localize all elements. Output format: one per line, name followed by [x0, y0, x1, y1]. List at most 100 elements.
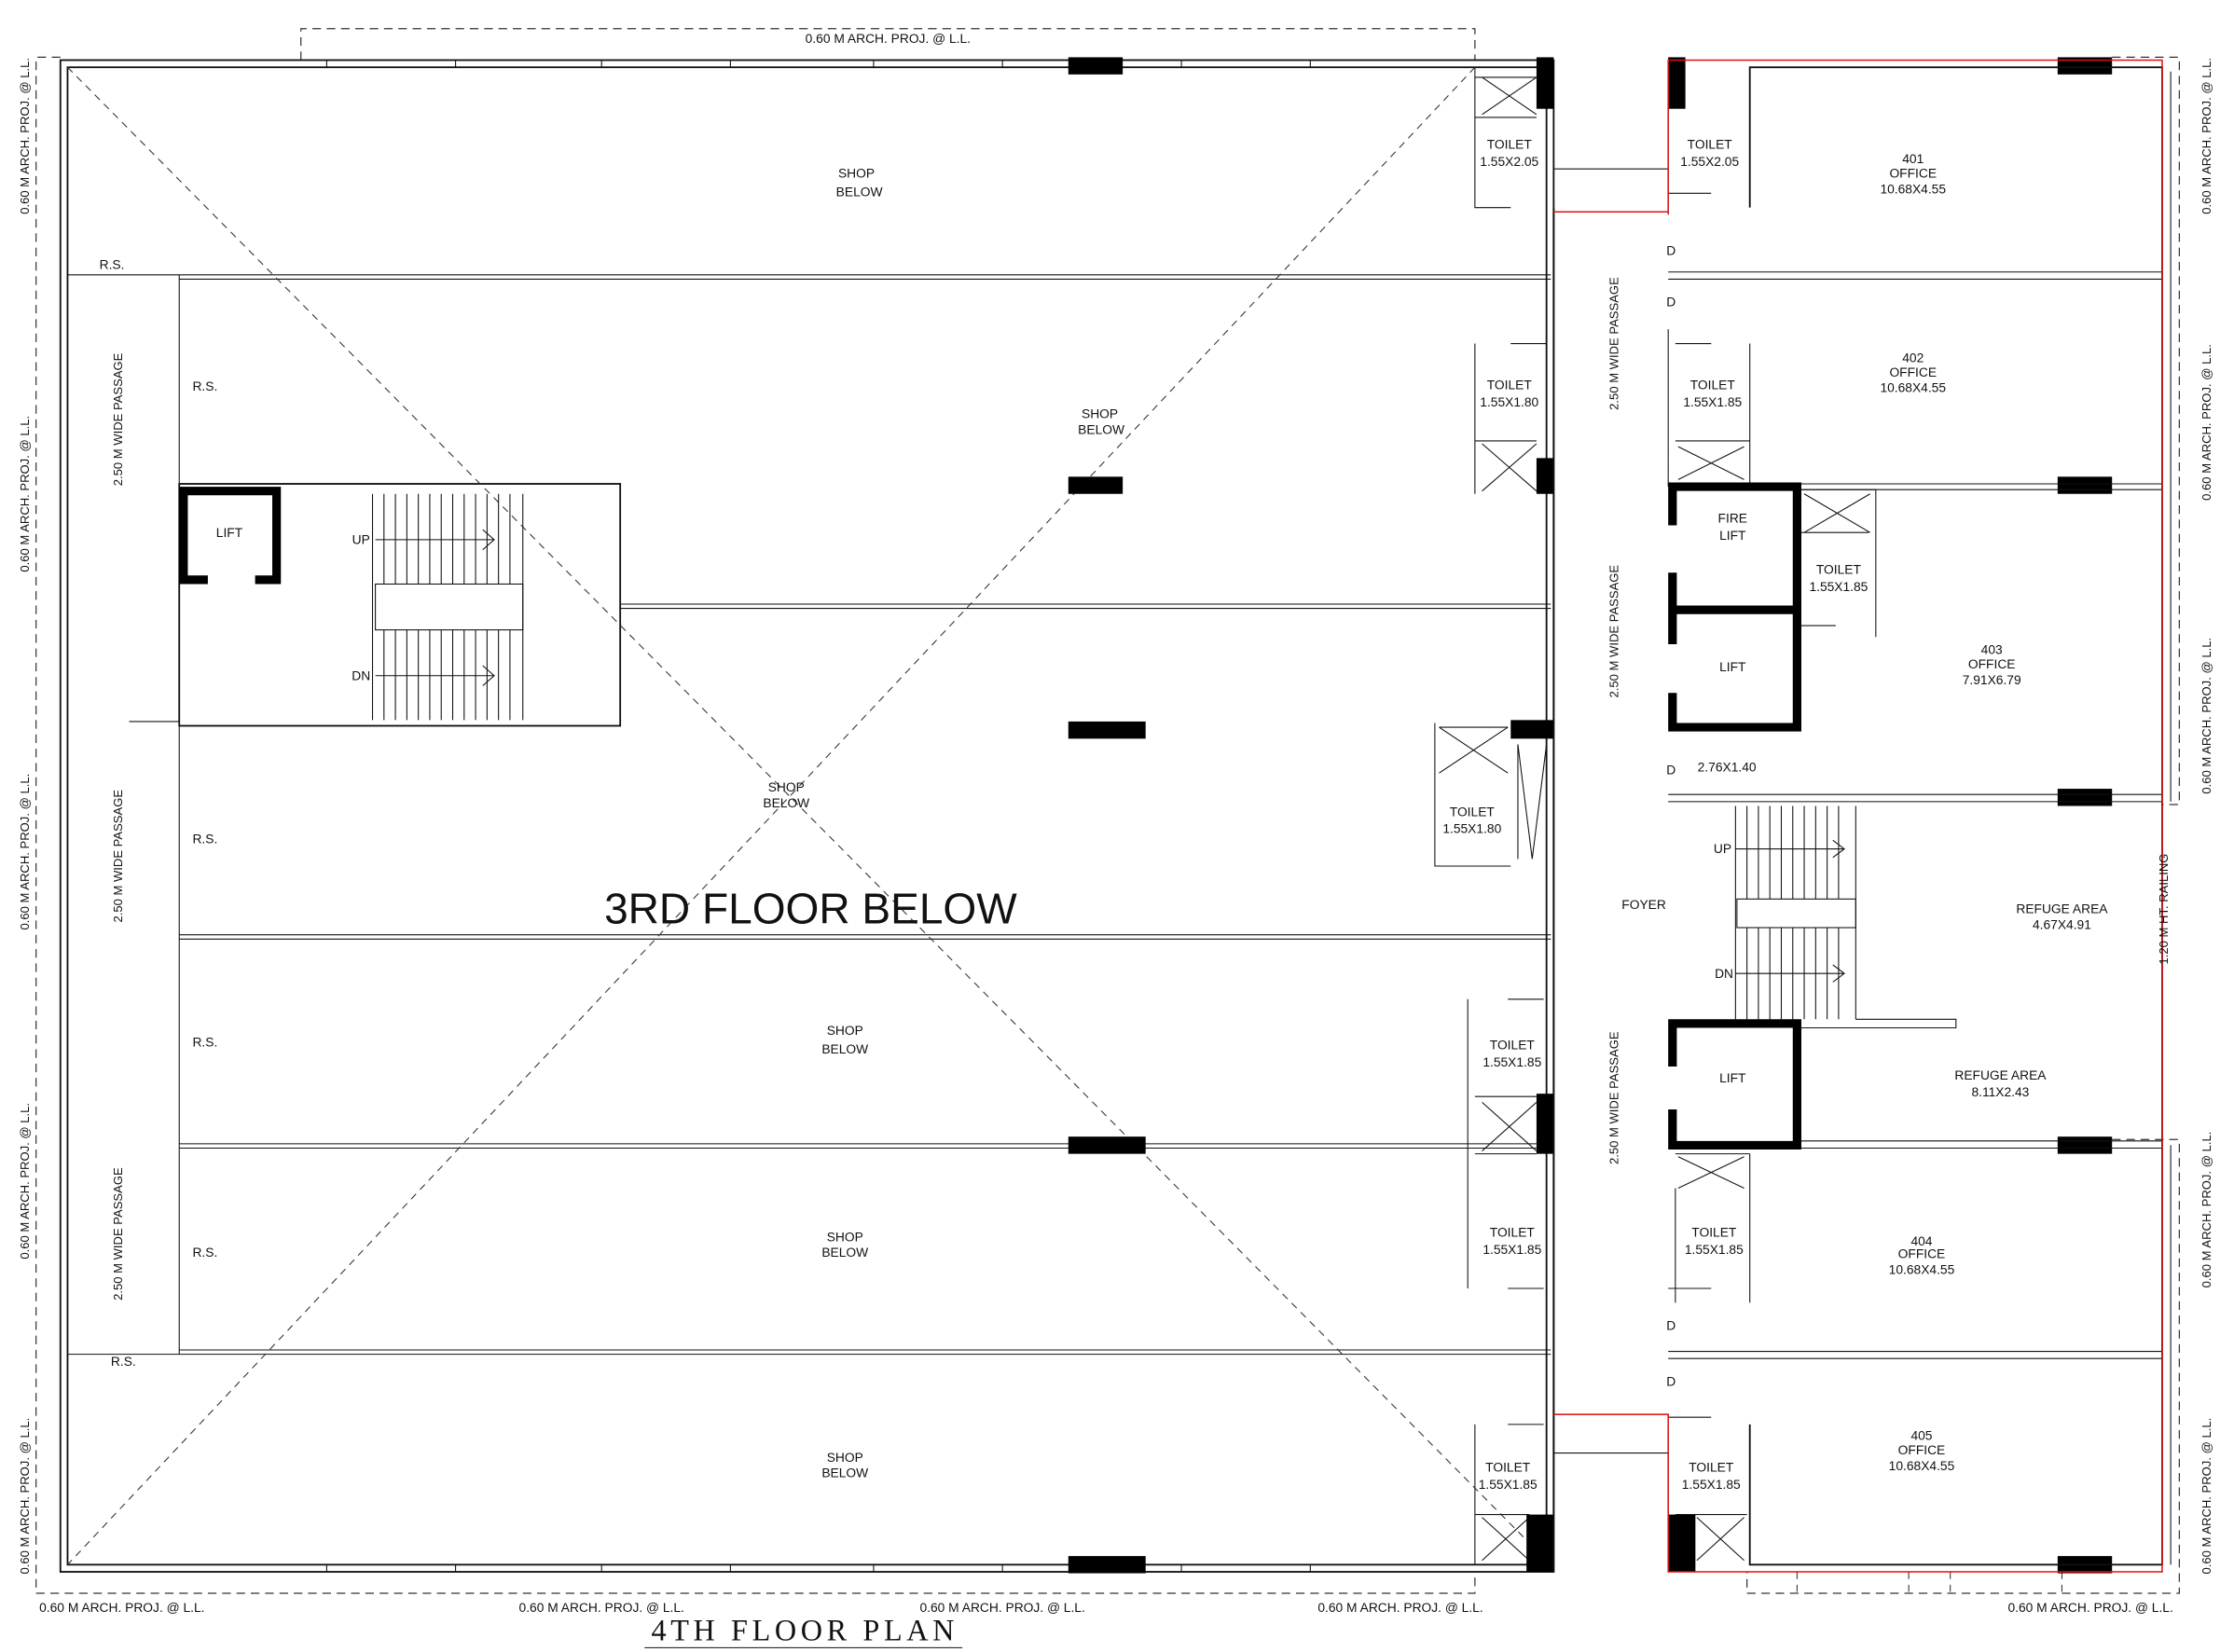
- projection-label: 0.60 M ARCH. PROJ. @ L.L.: [18, 774, 32, 930]
- toilet-size: 1.55X1.80: [1442, 821, 1501, 836]
- left-stair: [371, 493, 524, 721]
- toilet-labels: TOILET 1.55X2.05 TOILET 1.55X1.80 TOILET…: [1442, 137, 1868, 1492]
- toilet-label: TOILET: [1485, 1460, 1531, 1475]
- shop-label: SHOP: [827, 1450, 863, 1465]
- toilet-size: 1.55X1.80: [1480, 394, 1538, 409]
- shop-label: SHOP: [1082, 406, 1118, 420]
- lift-label: LIFT: [1719, 659, 1746, 674]
- passage-label: 2.50 M WIDE PASSAGE: [111, 790, 125, 923]
- office-type: OFFICE: [1898, 1442, 1946, 1457]
- shop-label: SHOP: [827, 1229, 863, 1244]
- refuge-area-size: 4.67X4.91: [2033, 917, 2091, 932]
- toilet-size: 1.55X1.85: [1482, 1242, 1541, 1257]
- passage-labels: 2.50 M WIDE PASSAGE 2.50 M WIDE PASSAGE …: [100, 257, 1621, 1369]
- shop-label: BELOW: [763, 795, 809, 810]
- office-type: OFFICE: [1898, 1246, 1946, 1261]
- shop-label: BELOW: [821, 1466, 868, 1480]
- door-label: D: [1666, 1373, 1676, 1388]
- passage-label: 2.50 M WIDE PASSAGE: [1607, 565, 1620, 698]
- projection-label: 0.60 M ARCH. PROJ. @ L.L.: [2007, 1600, 2172, 1615]
- foyer-label: FOYER: [1621, 897, 1666, 912]
- shop-labels: SHOP BELOW SHOP BELOW SHOP BELOW SHOP BE…: [763, 165, 1124, 1480]
- lift-label: LIFT: [1719, 1070, 1746, 1085]
- office-type: OFFICE: [1889, 365, 1937, 379]
- toilet-label: TOILET: [1688, 137, 1733, 152]
- projection-label: 0.60 M ARCH. PROJ. @ L.L.: [1317, 1600, 1482, 1615]
- refuge-area-label: REFUGE AREA: [1954, 1067, 2047, 1082]
- passage-label: 2.50 M WIDE PASSAGE: [111, 352, 125, 486]
- passage-label: 2.50 M WIDE PASSAGE: [111, 1167, 125, 1301]
- projection-labels: 0.60 M ARCH. PROJ. @ L.L. 0.60 M ARCH. P…: [18, 31, 2213, 1615]
- toilet-size: 1.55X1.85: [1685, 1242, 1744, 1257]
- left-building-walls: [59, 59, 1555, 1573]
- office-size: 7.91X6.79: [1963, 672, 2021, 687]
- railing-label: 1.20 M HT. RAILING: [2157, 854, 2171, 965]
- fire-lift-label: FIRE: [1718, 510, 1747, 525]
- core-labels: LIFT FIRE LIFT LIFT LIFT UP DN UP DN FOY…: [216, 242, 2171, 1388]
- passage-label: 2.50 M WIDE PASSAGE: [1607, 1031, 1620, 1164]
- office-size: 10.68X4.55: [1880, 380, 1946, 395]
- shop-label: SHOP: [827, 1023, 863, 1038]
- toilet-size: 1.55X1.85: [1809, 579, 1868, 594]
- office-size: 10.68X4.55: [1889, 1262, 1955, 1277]
- door-label: D: [1666, 295, 1676, 310]
- stair-up-label: UP: [352, 532, 370, 547]
- toilet-label: TOILET: [1490, 1038, 1536, 1053]
- toilet-size: 1.55X2.05: [1680, 154, 1739, 169]
- rs-label: R.S.: [192, 379, 217, 393]
- projection-label: 0.60 M ARCH. PROJ. @ L.L.: [919, 1600, 1084, 1615]
- toilet-size: 1.55X2.05: [1480, 154, 1538, 169]
- toilet-label: TOILET: [1490, 1225, 1536, 1240]
- office-labels: 401 OFFICE 10.68X4.55 402 OFFICE 10.68X4…: [1880, 151, 2021, 1473]
- office-number: 401: [1902, 151, 1924, 166]
- rs-label: R.S.: [111, 1354, 136, 1369]
- rs-label: R.S.: [100, 257, 125, 272]
- projection-label: 0.60 M ARCH. PROJ. @ L.L.: [18, 416, 32, 572]
- projection-label: 0.60 M ARCH. PROJ. @ L.L.: [2200, 1132, 2213, 1288]
- passage-label: 2.50 M WIDE PASSAGE: [1607, 277, 1620, 410]
- toilet-size: 1.55X1.85: [1482, 1054, 1541, 1069]
- right-lift-cores: [1668, 482, 1801, 1150]
- toilet-size: 1.55X1.85: [1479, 1477, 1538, 1492]
- refuge-area-label: REFUGE AREA: [2016, 902, 2108, 916]
- projection-label: 0.60 M ARCH. PROJ. @ L.L.: [2200, 638, 2213, 794]
- shop-label: BELOW: [836, 184, 883, 199]
- toilet-label: TOILET: [1691, 1225, 1737, 1240]
- stair-down-label: DN: [1715, 966, 1733, 981]
- toilet-label: TOILET: [1689, 1460, 1734, 1475]
- toilet-label: TOILET: [1816, 562, 1862, 577]
- office-number: 405: [1910, 1428, 1932, 1443]
- office-type: OFFICE: [1968, 656, 2016, 671]
- diagonal-void-lines: [67, 66, 1551, 1565]
- overlay-label: 3RD FLOOR BELOW: [604, 884, 1017, 932]
- shop-label: BELOW: [1078, 421, 1124, 436]
- projection-label: 0.60 M ARCH. PROJ. @ L.L.: [18, 58, 32, 214]
- toilet-label: TOILET: [1487, 378, 1533, 392]
- rs-label: R.S.: [192, 831, 217, 846]
- projection-label: 0.60 M ARCH. PROJ. @ L.L.: [2200, 58, 2213, 214]
- toilet-label: TOILET: [1690, 378, 1736, 392]
- projection-outline: [35, 28, 2180, 1594]
- projection-label: 0.60 M ARCH. PROJ. @ L.L.: [39, 1600, 204, 1615]
- toilet-label: TOILET: [1450, 804, 1496, 819]
- refuge-area-size: 8.11X2.43: [1971, 1084, 2029, 1099]
- lobby-size-label: 2.76X1.40: [1698, 760, 1757, 775]
- rs-label: R.S.: [192, 1034, 217, 1049]
- stair-up-label: UP: [1714, 841, 1731, 856]
- left-lift-walls: [179, 487, 282, 585]
- shop-label: BELOW: [821, 1041, 868, 1056]
- projection-label: 0.60 M ARCH. PROJ. @ L.L.: [2200, 344, 2213, 501]
- office-number: 404: [1910, 1233, 1932, 1248]
- projection-label: 0.60 M ARCH. PROJ. @ L.L.: [2200, 1418, 2213, 1575]
- office-number: 403: [1981, 642, 2003, 657]
- shop-label: SHOP: [838, 165, 875, 180]
- fire-lift-label: LIFT: [1719, 528, 1746, 543]
- office-size: 10.68X4.55: [1880, 181, 1946, 196]
- drawing-title: 4TH FLOOR PLAN: [651, 1614, 958, 1647]
- projection-label: 0.60 M ARCH. PROJ. @ L.L.: [18, 1103, 32, 1260]
- rs-label: R.S.: [192, 1245, 217, 1260]
- projection-label: 0.60 M ARCH. PROJ. @ L.L.: [806, 31, 971, 46]
- projection-label: 0.60 M ARCH. PROJ. @ L.L.: [18, 1418, 32, 1575]
- lift-label: LIFT: [216, 525, 243, 540]
